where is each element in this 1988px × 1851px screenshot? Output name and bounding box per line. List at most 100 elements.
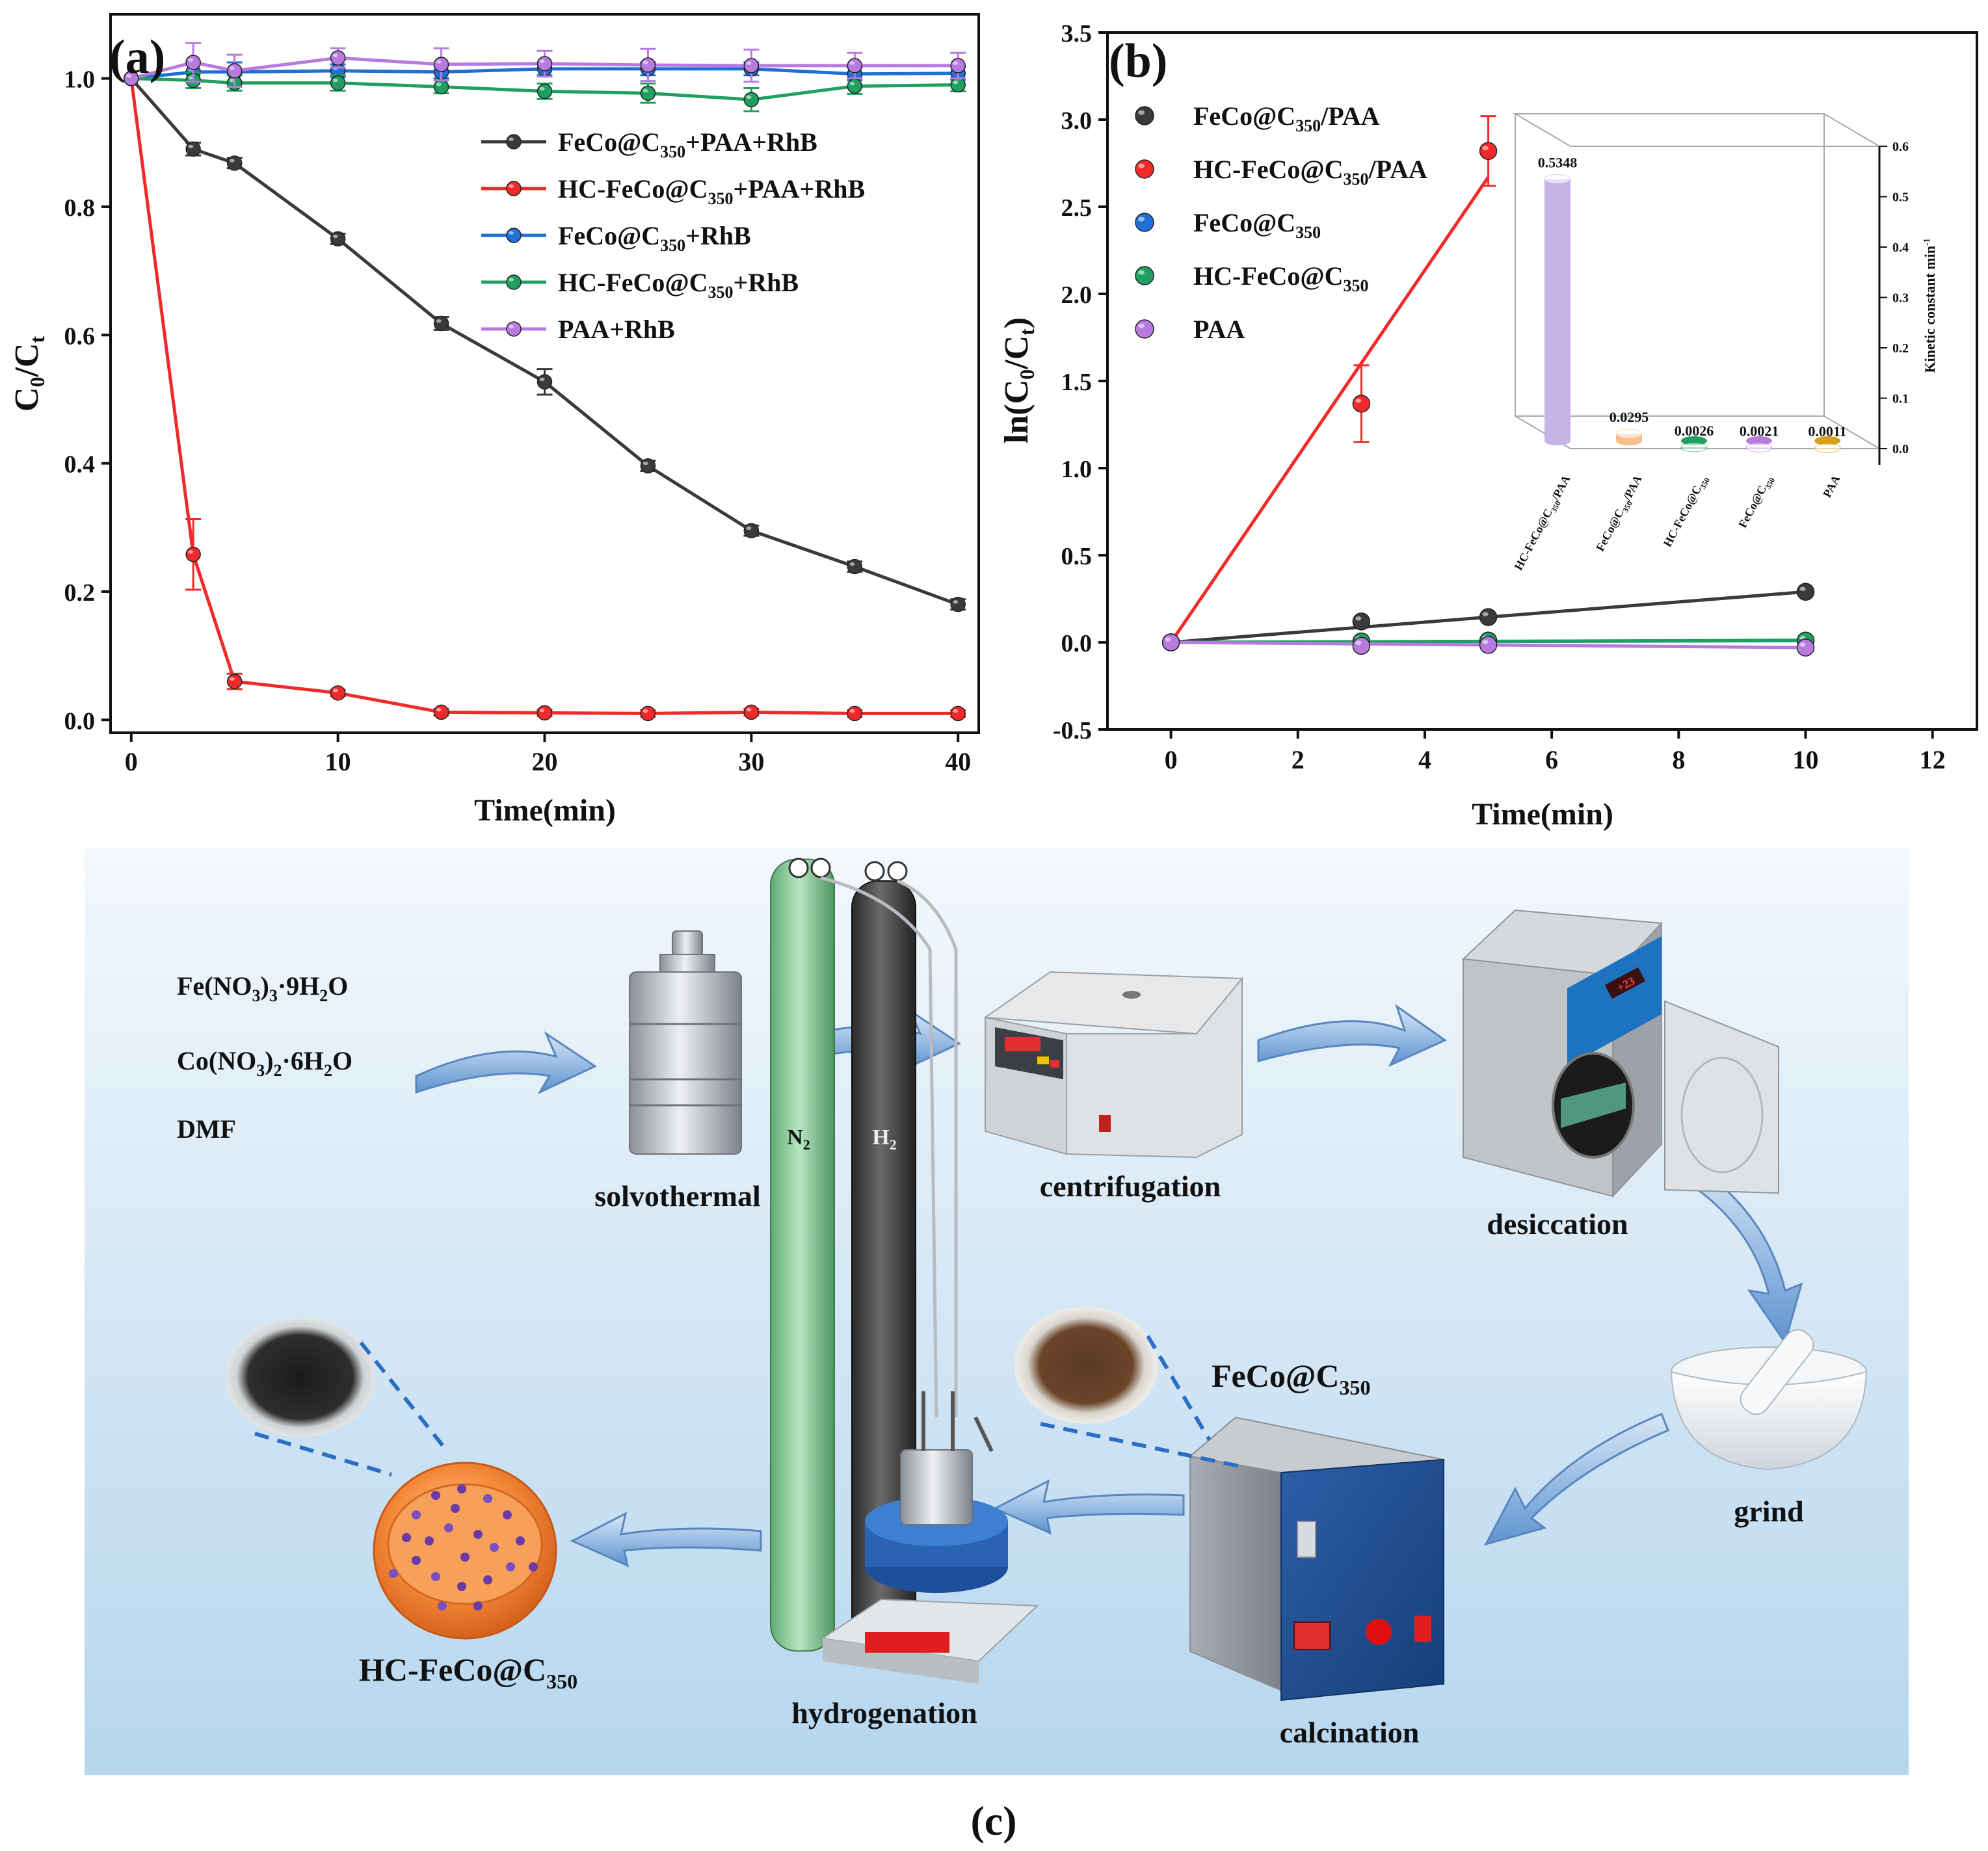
inset-bar-3: 0.0021 (1740, 423, 1779, 453)
a-legend-marker-2-highlight (509, 231, 514, 235)
a-point-1-5-highlight (539, 708, 545, 713)
inset-bar-top-4 (1814, 443, 1841, 453)
a-point-1-1 (185, 546, 201, 562)
nanoparticle-4 (503, 1510, 512, 1519)
a-point-4-5 (537, 56, 553, 72)
inset-bar-2: 0.0026 (1675, 423, 1714, 453)
a-series-line-1 (129, 78, 959, 715)
reagent-list: Fe(NO3)3·9H2O Co(NO3)2·6H2O DMF (177, 971, 352, 1144)
nanoparticle-6 (506, 1562, 515, 1571)
inset-floor-right (1823, 415, 1880, 449)
a-point-4-2 (226, 63, 243, 79)
nanoparticle-1 (431, 1491, 440, 1500)
inset-value-label-2: 0.0026 (1675, 423, 1714, 439)
a-point-4-7 (743, 58, 760, 73)
autoclave-icon (629, 930, 742, 1155)
intermediate-dash-1 (1040, 1422, 1239, 1468)
inset-category-label-3: FeCo@C350 (1736, 473, 1777, 531)
pestle (1740, 1329, 1814, 1415)
b-point-4-3-highlight (1799, 642, 1806, 647)
inset-ylabel: Kinetic constant min-1 (1922, 238, 1938, 373)
b-series-1 (1161, 115, 1498, 651)
nanoparticle-9 (431, 1572, 440, 1581)
b-legend-label-4: PAA (1193, 315, 1245, 344)
b-legend-marker-0 (1135, 106, 1154, 125)
furnace-front (1280, 1458, 1444, 1701)
b-ytick-label-0: -0.5 (1053, 717, 1092, 744)
a-point-3-8-highlight (849, 81, 855, 86)
a-legend-marker-1 (506, 181, 522, 196)
intermediate-powder-icon (1014, 1307, 1239, 1468)
a-point-1-4 (433, 704, 449, 720)
pressure-gauge-icon (788, 858, 908, 882)
inset-bar-bottom-3 (1746, 436, 1772, 445)
b-point-3-3-highlight (1799, 635, 1806, 640)
b-series-4 (1161, 633, 1815, 657)
b-legend-marker-4-highlight (1138, 323, 1145, 328)
a-point-3-6 (640, 85, 656, 101)
a-legend-label-3: HC-FeCo@C350+RhB (558, 268, 799, 302)
panel-a-legend: FeCo@C350+PAA+RhBHC-FeCo@C350+PAA+RhBFeC… (481, 127, 865, 344)
a-point-4-5-highlight (539, 59, 545, 63)
b-ytick-label-5: 2.0 (1061, 282, 1093, 309)
inset-bar-0: 0.5348 (1538, 155, 1577, 445)
stirrer-display (865, 1632, 949, 1653)
product-icon (226, 1317, 557, 1640)
b-legend-marker-3 (1135, 266, 1154, 285)
oven-door (1664, 1000, 1779, 1194)
a-point-4-6 (640, 57, 656, 73)
a-legend-marker-2 (506, 228, 522, 243)
panel-b-series (1161, 115, 1815, 657)
a-xtick-label-1: 10 (325, 747, 351, 776)
reagent-fe-nitrate: Fe(NO3)3·9H2O (177, 971, 348, 1005)
a-point-3-7 (743, 92, 760, 107)
inset-ytick-label-6: 0.6 (1892, 140, 1909, 154)
a-point-3-1-highlight (188, 76, 194, 80)
a-series-line-4 (131, 56, 959, 81)
b-legend-label-3: HC-FeCo@C350 (1193, 261, 1369, 295)
panel-b-plot-frame (1106, 31, 1978, 731)
b-xtick-label-5: 10 (1793, 745, 1819, 774)
a-point-0-8-highlight (849, 562, 855, 566)
muffle-furnace-icon (1188, 1416, 1446, 1701)
b-point-1-1 (1352, 395, 1371, 413)
inset-bar-bottom-0 (1544, 436, 1571, 445)
centrifuge-side (1066, 977, 1243, 1159)
a-ytick-label-1: 0.2 (64, 579, 96, 607)
a-point-0-2 (226, 155, 243, 171)
a-point-3-4-highlight (436, 82, 442, 86)
b-legend-marker-1-highlight (1138, 163, 1145, 168)
a-point-3-3-highlight (332, 78, 338, 83)
b-point-0-3-highlight (1799, 586, 1806, 591)
centrifuge-display (1005, 1037, 1040, 1051)
a-point-4-0-highlight (126, 74, 131, 78)
n2-cylinder (770, 858, 835, 1652)
nanoparticle-12 (444, 1523, 453, 1532)
a-point-0-8 (847, 558, 863, 575)
nanoparticle-19 (529, 1562, 538, 1571)
centrifuge-icon (983, 971, 1244, 1159)
inset-ytick-label-2: 0.2 (1892, 341, 1909, 356)
a-point-4-6-highlight (643, 60, 648, 64)
b-legend-marker-0-highlight (1138, 110, 1145, 115)
a-legend-marker-0-highlight (509, 137, 514, 141)
panel-c-process-diagram: Fe(NO3)3·9H2O Co(NO3)2·6H2O DMF solvothe… (85, 848, 1909, 1775)
b-legend-marker-4 (1135, 319, 1154, 339)
nanoparticle-14 (460, 1553, 470, 1562)
b-point-0-1-highlight (1355, 616, 1362, 621)
b-legend-label-0: FeCo@C350/PAA (1193, 101, 1380, 135)
nanoparticle-11 (402, 1533, 411, 1542)
a-point-0-9 (950, 596, 966, 612)
a-legend-marker-0 (506, 134, 522, 150)
a-point-1-4-highlight (436, 707, 442, 712)
b-ytick-label-4: 1.5 (1061, 369, 1093, 396)
centrifuge-button-yellow (1037, 1057, 1049, 1064)
gauge-h2-left (864, 861, 885, 882)
b-point-1-2-highlight (1482, 146, 1489, 150)
panel-b-xlabel: Time(min) (1472, 797, 1613, 832)
a-point-0-2-highlight (230, 159, 235, 163)
a-point-4-7-highlight (746, 61, 752, 65)
a-point-0-1 (185, 141, 201, 157)
b-xtick-label-2: 4 (1418, 745, 1431, 774)
